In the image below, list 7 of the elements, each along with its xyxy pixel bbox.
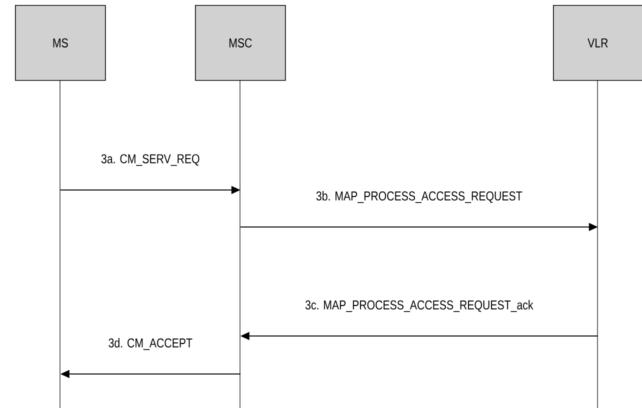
edge-label: 3a. CM_SERV_REQ <box>101 154 200 166</box>
participant-box: MSC <box>195 5 286 81</box>
edge-label: 3b. MAP_PROCESS_ACCESS_REQUEST <box>316 191 522 203</box>
participant-box: MS <box>15 5 106 81</box>
edge-label: 3c. MAP_PROCESS_ACCESS_REQUEST_ack <box>305 300 534 312</box>
edge-label: 3d. CM_ACCEPT <box>108 338 192 350</box>
participant-box: VLR <box>553 5 642 81</box>
